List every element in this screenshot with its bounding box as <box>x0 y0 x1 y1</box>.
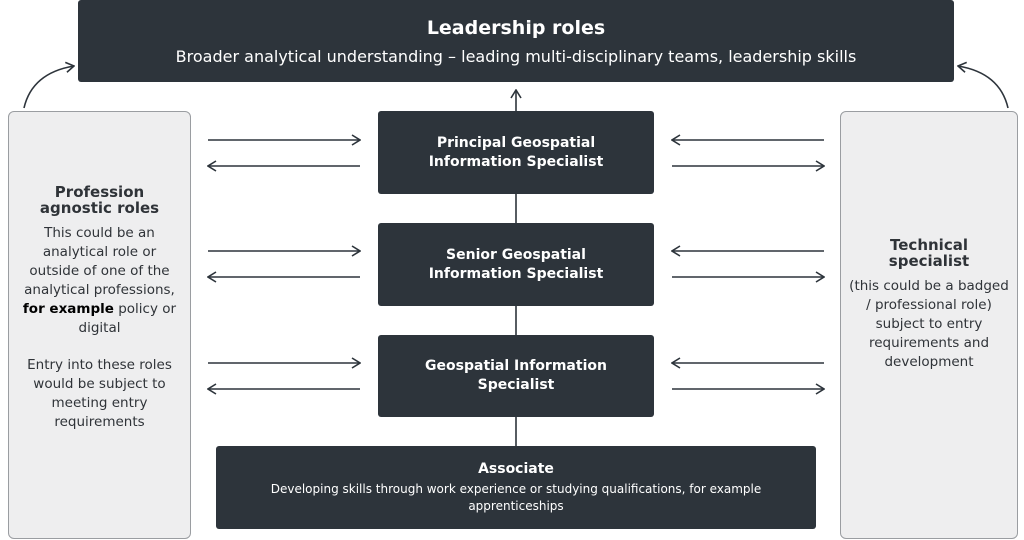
associate-description: Developing skills through work experienc… <box>270 481 762 513</box>
technical-specialist-box: Technical specialist (this could be a ba… <box>840 111 1018 539</box>
principal-specialist-box: Principal Geospatial Information Special… <box>378 111 654 194</box>
associate-title: Associate <box>478 460 554 477</box>
profession-agnostic-box: Profession agnostic roles This could be … <box>8 111 191 539</box>
senior-specialist-label: Senior Geospatial Information Specialist <box>428 246 604 282</box>
profession-agnostic-text-1: This could be an analytical role or outs… <box>24 225 175 298</box>
leadership-roles-box: Leadership roles Broader analytical unde… <box>78 0 954 82</box>
profession-agnostic-text-2: policy or digital <box>78 301 177 336</box>
profession-agnostic-emphasis: for example <box>22 301 114 317</box>
senior-specialist-box: Senior Geospatial Information Specialist <box>378 223 654 306</box>
specialist-label: Geospatial Information Specialist <box>425 358 607 393</box>
leadership-subtitle: Broader analytical understanding – leadi… <box>175 46 857 66</box>
technical-specialist-description: (this could be a badged / professional r… <box>849 278 1009 370</box>
right-curved-arrow <box>958 66 1009 109</box>
profession-agnostic-description: This could be an analytical role or outs… <box>17 224 182 432</box>
specialist-box: Geospatial Information Specialist <box>378 335 654 417</box>
technical-specialist-title: Technical specialist <box>888 236 970 270</box>
profession-agnostic-entry-text: Entry into these roles would be subject … <box>27 357 172 430</box>
leadership-title: Leadership roles <box>426 16 606 39</box>
associate-box: Associate Developing skills through work… <box>216 446 816 529</box>
profession-agnostic-title: Profession agnostic roles <box>39 183 160 217</box>
left-curved-arrow <box>23 66 74 109</box>
principal-specialist-label: Principal Geospatial Information Special… <box>428 134 604 170</box>
